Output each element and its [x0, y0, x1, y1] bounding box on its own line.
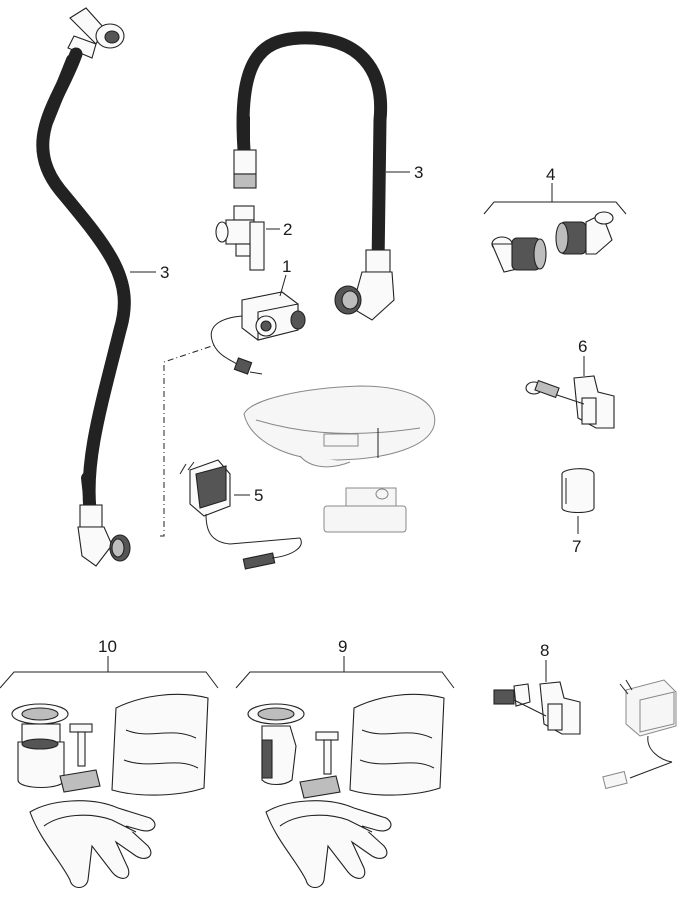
elbow-fitting-top: [67, 7, 125, 59]
callout-2: 2: [283, 220, 292, 239]
angle-fitting-right: [555, 211, 614, 255]
callout-5: 5: [254, 486, 263, 505]
connector-dashed: [160, 344, 216, 537]
cap-sleeve: [561, 468, 595, 514]
sensor-holder-8: [493, 681, 581, 735]
callout-3-arch: 3: [414, 163, 423, 182]
angle-fitting-left: [491, 236, 547, 273]
long-hose-left: [36, 7, 131, 567]
callout-7: 7: [572, 537, 581, 556]
callout-6: 6: [578, 337, 587, 356]
transformer-outline: [602, 679, 677, 790]
callout-3-left: 3: [160, 263, 169, 282]
leader-1: [279, 274, 287, 297]
kit-9-parts: [247, 693, 445, 889]
callout-1: 1: [282, 257, 291, 276]
power-adapter-plug: [179, 459, 302, 570]
kit-10-parts: [11, 693, 209, 889]
group-bracket-10: [0, 671, 219, 689]
arch-hose: [233, 31, 395, 321]
solenoid-valve: [210, 291, 306, 375]
sensor-holder: [525, 375, 615, 429]
basin-outline: [243, 385, 436, 533]
callout-8: 8: [540, 641, 549, 660]
group-bracket-9: [235, 671, 455, 689]
elbow-fitting-bottom: [77, 504, 131, 567]
callout-9: 9: [338, 637, 347, 656]
shutoff-valve: [215, 205, 265, 271]
callout-10: 10: [98, 637, 117, 656]
callout-4: 4: [546, 165, 555, 184]
group-bracket-4: [483, 201, 627, 215]
